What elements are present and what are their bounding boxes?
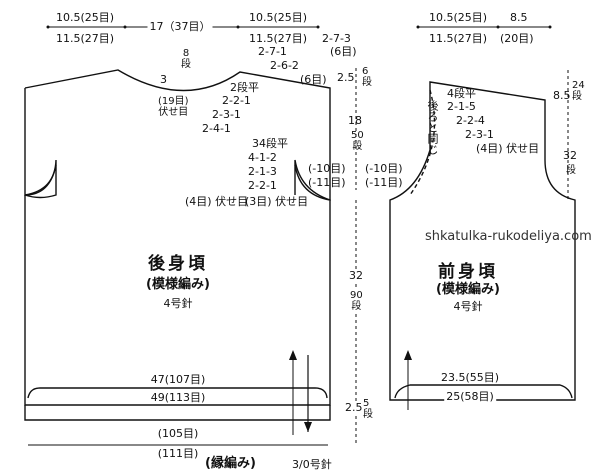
back-edging: (縁編み) <box>205 456 256 471</box>
back-bottom-total-1: (105目) <box>155 427 201 440</box>
center-dec-right-2: (-11目) <box>365 176 403 189</box>
front-same-as-back: 後ろと同じ <box>426 100 439 155</box>
back-shoulder-right-bottom: 11.5(27目) <box>248 32 308 45</box>
front-shoulder-top: 10.5(25目) <box>428 11 488 24</box>
back-piece-outline <box>24 69 331 201</box>
front-neck-shaping-2: 2-1-5 <box>447 100 476 113</box>
back-armhole-shaping-4: 2-2-1 <box>248 179 277 192</box>
front-neck-shaping-5: (4目) 伏せ目 <box>476 142 540 155</box>
front-hem-width-1: 23.5(55目) <box>438 371 502 384</box>
center-armhole-h: 18 <box>348 114 362 127</box>
back-needle: 4号針 <box>163 297 193 310</box>
back-neck-shaping-4: 2-4-1 <box>202 122 231 135</box>
back-armhole-shaping-3: 2-1-3 <box>248 165 277 178</box>
front-shoulder-bottom: 11.5(27目) <box>428 32 488 45</box>
back-neck-width: 17（37目） <box>147 20 213 33</box>
front-neck-curve <box>409 89 436 196</box>
back-neck-depth-1: 3 <box>160 73 167 86</box>
back-neck-bind: (19目) 伏せ目 <box>158 96 189 118</box>
back-shoulder-left-bottom: 11.5(27目) <box>55 32 115 45</box>
back-shoulder-shaping-3: 2-7-1 <box>258 45 287 58</box>
center-edge-h: 2.5 <box>345 401 363 414</box>
watermark: shkatulka-rukodeliya.com <box>425 229 592 244</box>
back-edging-needle: 3/0号針 <box>292 458 332 471</box>
back-shoulder-shaping-4: 2-6-2 <box>270 59 299 72</box>
center-edge-rows: 5 段 <box>363 398 373 420</box>
back-armhole-bind-left: (4目) 伏せ目 <box>185 195 249 208</box>
front-neck-shaping-4: 2-3-1 <box>465 128 494 141</box>
back-shoulder-shaping-1: 2-7-3 <box>322 32 351 45</box>
front-side-rows: 段 <box>566 165 576 176</box>
front-neck-shaping-3: 2-2-4 <box>456 114 485 127</box>
front-neck-rows: 24 段 <box>572 80 585 102</box>
front-neck-shaping-1: 4段平 <box>447 87 476 100</box>
back-neck-shaping-1: 2段平 <box>230 81 259 94</box>
back-hem-width-1: 47(107目) <box>148 373 208 386</box>
front-needle: 4号針 <box>453 300 483 313</box>
center-body-h: 32 <box>349 269 363 282</box>
back-edging-band <box>24 405 331 421</box>
front-neck-sts: (20目) <box>500 32 534 45</box>
front-hem-width-2: 25(58目) <box>444 390 496 403</box>
back-hem-width-2: 49(113目) <box>148 391 208 404</box>
back-shoulder-right-top: 10.5(25目) <box>248 11 308 24</box>
center-shoulder-rows: 6 段 <box>362 66 372 88</box>
front-side-h: 32 <box>563 149 577 162</box>
back-neck-shaping-3: 2-3-1 <box>212 108 241 121</box>
back-pattern: (模様編み) <box>146 277 210 292</box>
back-shoulder-shaping-5: (6目) <box>300 73 327 86</box>
center-dec-left-1: (-10目) <box>308 162 346 175</box>
front-title: 前身頃 <box>438 262 498 282</box>
front-neck-width: 8.5 <box>510 11 528 24</box>
center-body-rows: 90 段 <box>350 290 363 312</box>
center-dec-left-2: (-11目) <box>308 176 346 189</box>
back-body-outline <box>24 164 331 406</box>
center-armhole-rows: 50 段 <box>351 130 364 152</box>
back-title: 後身頃 <box>148 254 208 274</box>
back-neck-depth-2: 8 段 <box>181 48 191 70</box>
back-shoulder-shaping-2: (6目) <box>330 45 357 58</box>
back-shoulder-left-top: 10.5(25目) <box>55 11 115 24</box>
front-pattern: (模様編み) <box>436 282 500 297</box>
back-armhole-bind-right: (3目) 伏せ目 <box>245 195 309 208</box>
center-dec-right-1: (-10目) <box>365 162 403 175</box>
back-armhole-shaping-2: 4-1-2 <box>248 151 277 164</box>
center-shoulder-h: 2.5 <box>337 71 355 84</box>
back-bottom-total-2: (111目) <box>155 447 201 460</box>
back-armhole-shaping-1: 34段平 <box>252 137 288 150</box>
back-neck-shaping-2: 2-2-1 <box>222 94 251 107</box>
front-neck-h: 8.5 <box>553 89 571 102</box>
